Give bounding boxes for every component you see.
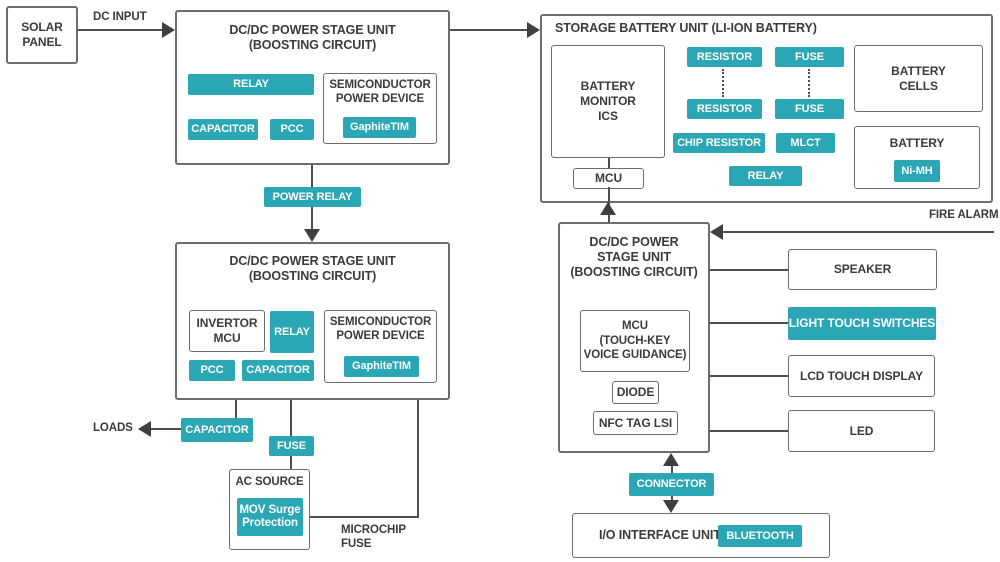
relay-badge: RELAY [270,311,314,353]
mlct-badge: MLCT [776,133,835,153]
fuse-dotted-line [808,69,810,97]
ac-source-box: AC SOURCE MOV Surge Protection [229,469,310,550]
ac-source-title: AC SOURCE [235,476,304,488]
lcd-touch-display-box: LCD TOUCH DISPLAY [788,355,935,397]
dcdc-unit-3: DC/DC POWER STAGE UNIT (BOOSTING CIRCUIT… [558,222,710,453]
pcc-badge: PCC [189,360,235,381]
led-line [710,430,788,432]
microchip-fuse-hline [310,516,419,518]
nfc-tag-lsi-box: NFC TAG LSI [593,411,678,435]
fuse-branch-line-bottom [290,456,292,469]
mcu-touch-key-box: MCU (TOUCH-KEY VOICE GUIDANCE) [580,310,690,372]
lcd-line [710,375,788,377]
loads-arrowhead-icon [138,421,151,437]
fuse-badge: FUSE [269,436,314,456]
semiconductor-power-device-title: SEMICONDUCTOR POWER DEVICE [329,79,431,105]
dcdc1-storage-line [450,29,528,31]
semiconductor-power-device-title: SEMICONDUCTOR POWER DEVICE [329,316,432,342]
bluetooth-badge: BLUETOOTH [718,525,802,547]
gaphitetim-badge: GaphiteTIM [344,356,419,377]
light-touch-switches-badge: LIGHT TOUCH SWITCHES [788,307,936,340]
invertor-mcu-box: INVERTOR MCU [189,310,265,352]
capacitor-badge: CAPACITOR [188,119,258,140]
led-box: LED [788,410,935,452]
power-relay-badge: POWER RELAY [264,187,361,207]
resistor-badge: RESISTOR [687,47,762,67]
fuse-badge: FUSE [775,47,844,67]
fuse-branch-line-top [290,400,292,436]
capacitor-branch-line [235,400,237,418]
connector-up-arrowhead-icon [663,453,679,466]
dc-input-line [78,29,164,31]
fuse-badge: FUSE [775,99,844,119]
battery-box-title: BATTERY [889,136,945,150]
storage-battery-unit: STORAGE BATTERY UNIT (LI-ION BATTERY) BA… [540,14,993,203]
mcu-box: MCU [573,168,644,189]
ni-mh-badge: Ni-MH [894,160,940,182]
fire-alarm-line [722,231,994,233]
speaker-box: SPEAKER [788,249,937,290]
dcdc-unit-1: DC/DC POWER STAGE UNIT (BOOSTING CIRCUIT… [175,10,450,165]
solar-panel-box: SOLAR PANEL [6,6,78,64]
battery-monitor-ics-box: BATTERY MONITOR ICS [551,45,665,158]
resistor-badge: RESISTOR [687,99,762,119]
light-touch-line [710,322,788,324]
dc-input-label: DC INPUT [93,11,147,23]
diode-box: DIODE [612,381,659,404]
mov-surge-protection-badge: MOV Surge Protection [237,498,303,536]
fire-alarm-label: FIRE ALARM [929,209,999,221]
dcdc1-storage-arrowhead-icon [527,22,540,38]
power-relay-line-top [311,165,313,187]
resistor-dotted-line [722,69,724,97]
connector-badge: CONNECTOR [629,473,714,496]
semiconductor-power-device-box: SEMICONDUCTOR POWER DEVICE GaphiteTIM [323,73,437,144]
dcdc-unit-2: DC/DC POWER STAGE UNIT (BOOSTING CIRCUIT… [175,242,450,400]
dcdc3-mcu-arrowhead-icon [600,202,616,215]
chip-resistor-badge: CHIP RESISTOR [673,133,765,153]
power-relay-arrowhead-icon [304,229,320,242]
gaphitetim-badge: GaphiteTIM [343,117,416,138]
loads-line [150,428,181,430]
battery-cells-box: BATTERY CELLS [854,45,983,112]
capacitor-badge: CAPACITOR [181,418,253,442]
dcdc-unit-1-title: DC/DC POWER STAGE UNIT (BOOSTING CIRCUIT… [229,23,396,52]
pcc-badge: PCC [270,119,314,140]
power-relay-line-bottom [311,207,313,230]
battery-box: BATTERY Ni-MH [854,126,980,189]
monitor-mcu-line [608,158,610,168]
semiconductor-power-device-box: SEMICONDUCTOR POWER DEVICE GaphiteTIM [324,310,437,383]
microchip-fuse-label: MICROCHIP FUSE [341,524,406,550]
microchip-fuse-vline [417,400,419,518]
connector-down-arrowhead-icon [663,500,679,513]
io-interface-unit-title: I/O INTERFACE UNIT [599,528,721,542]
capacitor-badge: CAPACITOR [242,360,314,381]
storage-battery-unit-title: STORAGE BATTERY UNIT (LI-ION BATTERY) [555,21,817,35]
speaker-line [710,269,788,271]
loads-label: LOADS [93,422,133,434]
relay-badge: RELAY [188,74,314,95]
fire-alarm-arrowhead-icon [710,224,723,240]
dcdc-unit-2-title: DC/DC POWER STAGE UNIT (BOOSTING CIRCUIT… [229,254,396,283]
relay-badge: RELAY [729,166,802,186]
dcdc-unit-3-title: DC/DC POWER STAGE UNIT (BOOSTING CIRCUIT… [570,235,698,279]
dc-input-arrowhead-icon [162,22,175,38]
io-interface-unit: I/O INTERFACE UNIT BLUETOOTH [572,513,830,558]
